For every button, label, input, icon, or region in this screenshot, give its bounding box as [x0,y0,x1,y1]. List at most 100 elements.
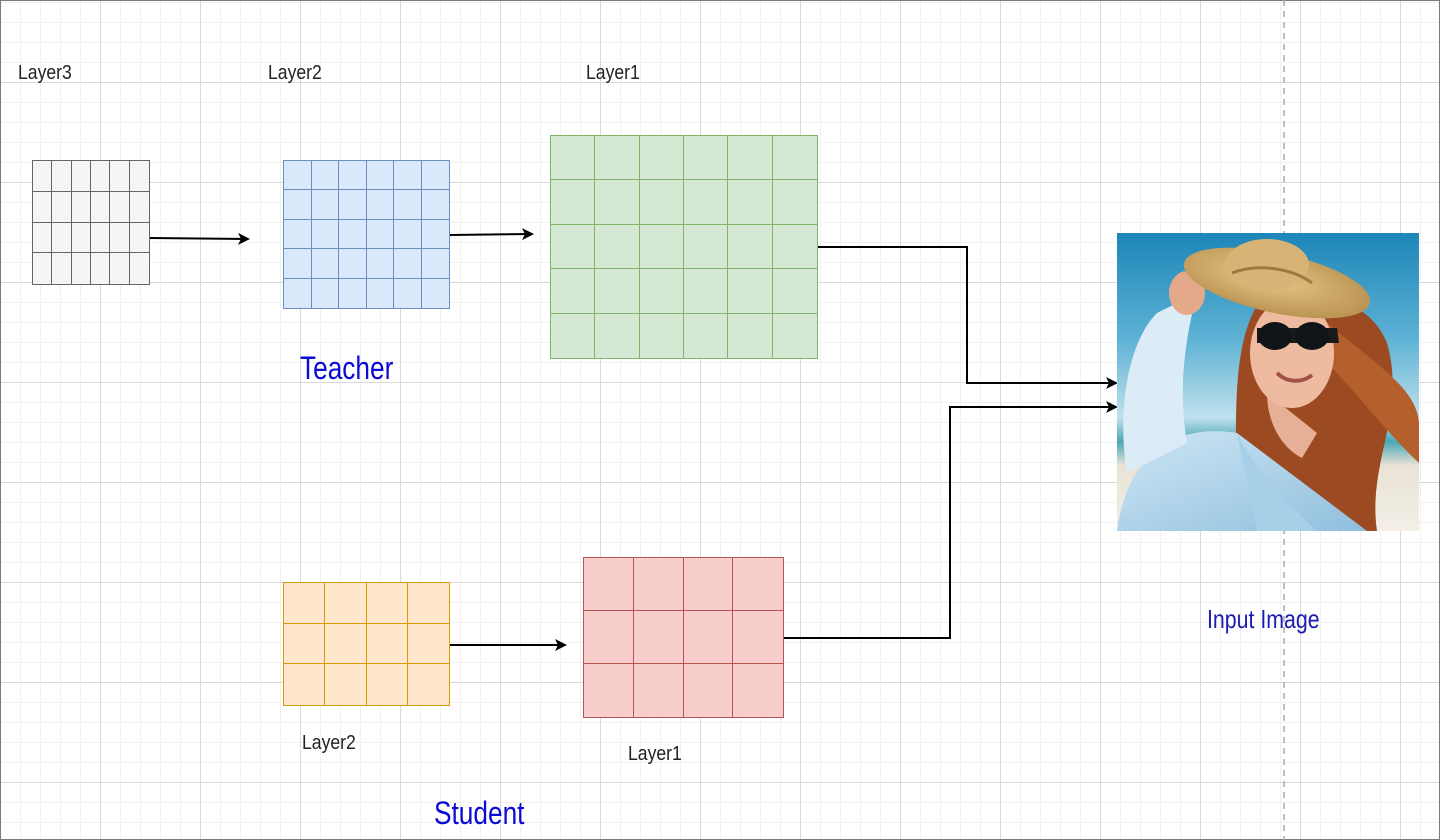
grid-cell [728,180,773,225]
teacher-title: Teacher [300,350,394,386]
student-title: Student [434,795,525,831]
arrow-student-layer1-to-image[interactable] [784,401,1118,639]
grid-cell [325,583,367,624]
grid-cell [584,611,634,664]
grid-cell [339,278,367,308]
grid-cell [33,253,53,284]
grid-cell [366,161,394,191]
grid-cell [733,611,783,664]
teacher-layer1-label: Layer1 [586,62,640,84]
grid-cell [733,558,783,611]
grid-cell [639,136,684,181]
grid-cell [407,664,449,705]
grid-cell [284,190,312,220]
grid-cell [91,222,111,254]
grid-cell [683,664,734,717]
grid-cell [339,190,367,220]
grid-cell [366,623,408,665]
grid-cell [772,269,817,314]
grid-cell [633,558,684,611]
grid-cell [683,269,729,314]
teacher-layer3-label: Layer3 [18,62,72,84]
grid-cell [595,136,640,181]
grid-cell [551,224,596,270]
grid-cell [284,623,326,665]
grid-cell [407,623,449,665]
grid-cell [772,180,817,225]
grid-cell [421,249,449,279]
grid-cell [284,249,312,279]
arrow-layer2-to-layer1[interactable] [449,228,534,241]
grid-cell [421,219,449,250]
grid-cell [284,278,312,308]
grid-cell [129,161,149,192]
student-layer2-block[interactable] [283,582,450,706]
grid-cell [284,219,312,250]
grid-cell [33,161,53,192]
grid-cell [639,269,684,314]
grid-cell [683,611,734,664]
grid-cell [339,161,367,191]
grid-cell [551,269,596,314]
grid-cell [110,222,130,254]
grid-cell [311,190,339,220]
grid-cell [33,222,53,254]
grid-cell [311,249,339,279]
grid-cell [284,664,326,705]
grid-cell [366,583,408,624]
grid-cell [772,313,817,358]
teacher-layer3-block[interactable] [32,160,150,285]
grid-cell [639,224,684,270]
grid-cell [633,611,684,664]
grid-cell [311,219,339,250]
grid-cell [639,313,684,358]
grid-cell [595,313,640,358]
grid-cell [129,191,149,223]
grid-cell [284,583,326,624]
grid-cell [52,161,72,192]
grid-cell [683,313,729,358]
grid-cell [633,664,684,717]
grid-cell [394,190,422,220]
grid-cell [311,161,339,191]
grid-cell [584,664,634,717]
teacher-layer1-block[interactable] [550,135,818,359]
grid-cell [71,253,91,284]
input-image-label: Input Image [1207,604,1320,634]
grid-cell [110,253,130,284]
grid-cell [584,558,634,611]
grid-cell [91,253,111,284]
grid-cell [71,191,91,223]
grid-cell [91,161,111,192]
grid-cell [71,222,91,254]
grid-cell [129,222,149,254]
grid-cell [595,224,640,270]
grid-cell [551,313,596,358]
grid-cell [683,136,729,181]
grid-cell [733,664,783,717]
input-image[interactable] [1117,233,1419,531]
grid-cell [772,136,817,181]
arrow-teacher-layer1-to-image[interactable] [818,246,1118,389]
student-layer1-block[interactable] [583,557,784,718]
grid-cell [407,583,449,624]
grid-cell [728,269,773,314]
grid-cell [728,136,773,181]
grid-cell [110,161,130,192]
grid-cell [728,313,773,358]
teacher-layer2-block[interactable] [283,160,450,309]
grid-cell [683,558,734,611]
grid-cell [311,278,339,308]
grid-cell [595,269,640,314]
student-layer2-label: Layer2 [302,732,356,754]
grid-cell [366,278,394,308]
grid-cell [421,278,449,308]
teacher-layer2-label: Layer2 [268,62,322,84]
arrow-layer3-to-layer2[interactable] [149,232,250,245]
grid-cell [52,222,72,254]
grid-cell [91,191,111,223]
grid-cell [772,224,817,270]
grid-cell [595,180,640,225]
grid-cell [639,180,684,225]
grid-cell [52,191,72,223]
